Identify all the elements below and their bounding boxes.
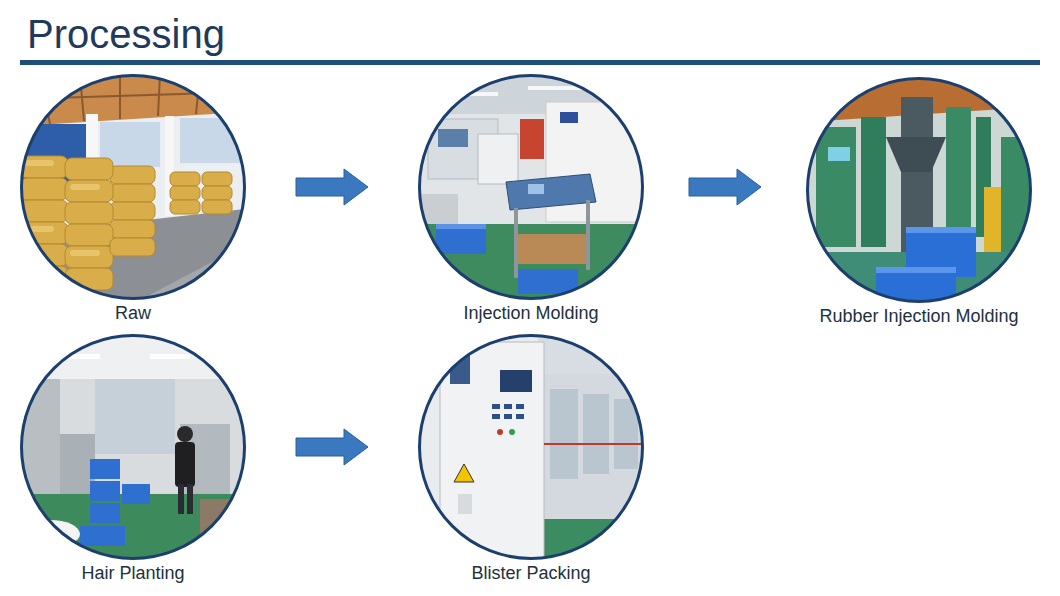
process-step: Rubber Injection Molding: [806, 77, 1032, 328]
process-step: Injection Molding: [418, 74, 644, 325]
flow-arrow: [689, 169, 761, 205]
photo-circle: [20, 334, 246, 560]
photo-circle: [806, 77, 1032, 303]
blister-packing-photo: [418, 334, 644, 560]
photo-circle: [20, 74, 246, 300]
process-step: Blister Packing: [418, 334, 644, 585]
warehouse-photo: [20, 74, 246, 300]
title-rule: [20, 60, 1040, 65]
photo-circle: [418, 74, 644, 300]
injection-molding-photo: [418, 74, 644, 300]
circle-outline: [22, 336, 245, 559]
flow-arrow: [296, 169, 368, 205]
step-label: Hair Planting: [20, 563, 246, 585]
flow-arrow: [296, 429, 368, 465]
step-label: Raw: [20, 303, 246, 325]
step-label: Injection Molding: [418, 303, 644, 325]
circle-outline: [420, 336, 643, 559]
process-step: Raw: [20, 74, 246, 325]
circle-outline: [808, 79, 1031, 302]
photo-circle: [418, 334, 644, 560]
hair-planting-photo: [20, 334, 246, 560]
page-title: Processing: [27, 12, 225, 56]
step-label: Rubber Injection Molding: [806, 306, 1032, 328]
circle-outline: [420, 76, 643, 299]
circle-outline: [22, 76, 245, 299]
process-step: Hair Planting: [20, 334, 246, 585]
rubber-molding-photo: [806, 77, 1032, 303]
step-label: Blister Packing: [418, 563, 644, 585]
